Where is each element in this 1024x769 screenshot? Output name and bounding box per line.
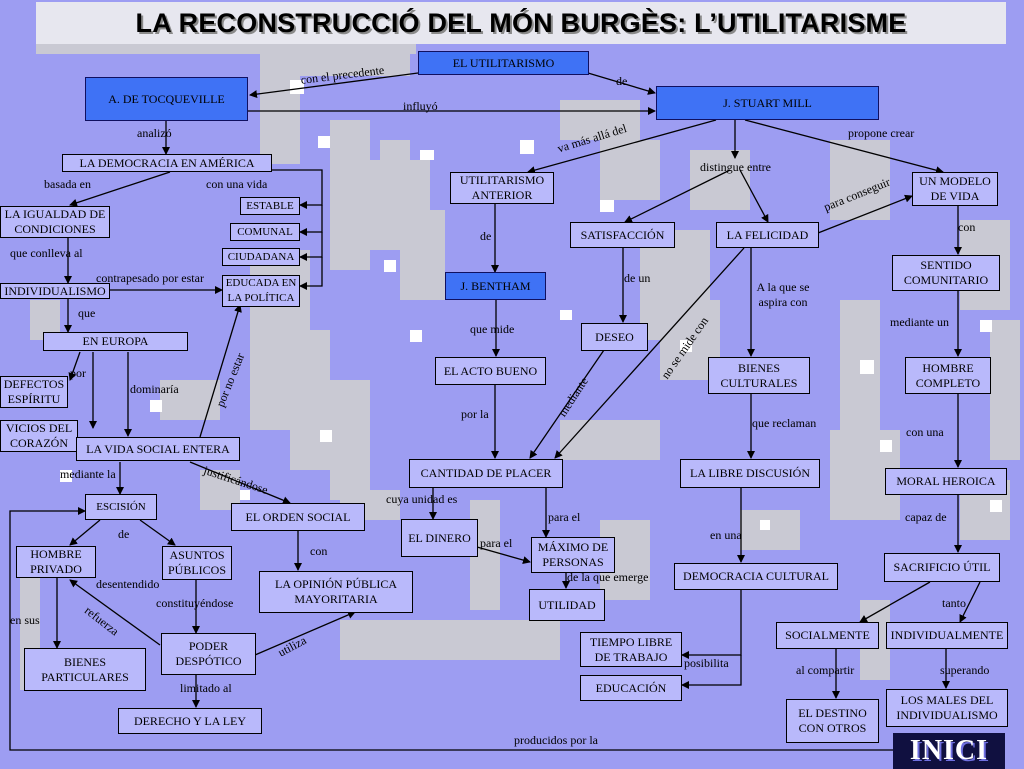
label-con-modelo: con — [958, 220, 976, 234]
label-mediante-un: mediante un — [890, 315, 949, 329]
node-utilitarismo: EL UTILITARISMO — [418, 51, 589, 75]
label-dominaria: dominaría — [130, 382, 179, 396]
label-analizo: analizó — [137, 126, 172, 140]
node-maximo-personas: MÁXIMO DE PERSONAS — [531, 537, 615, 573]
node-bienes-particulares: BIENES PARTICULARES — [24, 648, 146, 691]
label-posibilita: posibilita — [684, 656, 729, 670]
label-tanto: tanto — [942, 596, 966, 610]
label-distingue-entre: distingue entre — [700, 160, 771, 174]
label-basada-en: basada en — [44, 177, 91, 191]
node-moral-heroica: MORAL HEROICA — [885, 468, 1007, 495]
node-educacion: EDUCACIÓN — [580, 675, 682, 701]
label-influyo: influyó — [403, 99, 438, 113]
label-mediante-la: mediante la — [60, 467, 116, 481]
node-socialmente: SOCIALMENTE — [776, 622, 879, 649]
node-hombre-completo: HOMBRE COMPLETO — [905, 357, 991, 394]
node-estable: ESTABLE — [240, 197, 300, 215]
label-a-la-que-se-aspira: A la que se aspira con — [756, 280, 810, 309]
node-dinero: EL DINERO — [401, 519, 478, 557]
node-orden-social: EL ORDEN SOCIAL — [231, 503, 365, 531]
label-en-una: en una — [710, 528, 742, 542]
label-constituyendose: constituyéndose — [156, 596, 234, 610]
label-contrapesado: contrapesado por estar — [96, 271, 204, 285]
node-libre-discusion: LA LIBRE DISCUSIÓN — [680, 459, 820, 488]
label-que-reclaman: que reclaman — [752, 416, 817, 430]
label-por: por — [70, 366, 86, 380]
node-satisfaccion: SATISFACCIÓN — [570, 222, 675, 248]
label-por-la: por la — [461, 407, 489, 421]
node-utilitarismo-anterior: UTILITARISMO ANTERIOR — [450, 172, 554, 204]
node-utilidad: UTILIDAD — [529, 589, 605, 621]
node-individualmente: INDIVIDUALMENTE — [886, 622, 1008, 649]
node-individualismo: INDIVIDUALISMO — [0, 283, 110, 299]
node-felicidad: LA FELICIDAD — [716, 222, 819, 248]
node-vicios-corazon: VICIOS DEL CORAZÓN — [0, 420, 78, 452]
node-deseo: DESEO — [581, 323, 648, 351]
node-bienes-culturales: BIENES CULTURALES — [708, 357, 810, 394]
label-producidos-por-la: producidos por la — [514, 733, 598, 747]
node-ciudadana: CIUDADANA — [222, 248, 300, 266]
node-sentido-comunitario: SENTIDO COMUNITARIO — [892, 255, 1000, 291]
node-asuntos-publicos: ASUNTOS PÚBLICOS — [162, 546, 232, 580]
label-con-orden: con — [310, 544, 328, 558]
label-para-el-1: para el — [548, 510, 581, 524]
node-en-europa: EN EUROPA — [43, 332, 188, 351]
node-tiempo-libre: TIEMPO LIBRE DE TRABAJO — [580, 632, 682, 667]
page-title: LA RECONSTRUCCIÓ DEL MÓN BURGÈS: L’UTILI… — [135, 7, 907, 38]
node-acto-bueno: EL ACTO BUENO — [435, 357, 546, 385]
node-poder-despotico: PODER DESPÓTICO — [161, 633, 256, 675]
node-educada-politica: EDUCADA EN LA POLÍTICA — [222, 275, 300, 307]
label-con-una: con una — [906, 425, 944, 439]
label-de-utilitarismo: de — [480, 229, 492, 243]
label-de-un: de un — [624, 271, 651, 285]
label-de-escision: de — [118, 527, 130, 541]
label-que: que — [78, 306, 96, 320]
label-que-conlleva-al: que conlleva al — [10, 246, 83, 260]
label-que-mide: que mide — [470, 322, 515, 336]
label-desentendido: desentendido — [96, 577, 160, 591]
label-al-compartir: al compartir — [796, 663, 855, 677]
node-hombre-privado: HOMBRE PRIVADO — [16, 546, 96, 578]
label-cuya-unidad-es: cuya unidad es — [386, 492, 458, 506]
label-con-una-vida: con una vida — [206, 177, 268, 191]
node-males-individualismo: LOS MALES DEL INDIVIDUALISMO — [886, 689, 1008, 727]
node-igualdad-condiciones: LA IGUALDAD DE CONDICIONES — [0, 206, 110, 238]
inici-button-label: INICI — [909, 735, 989, 766]
node-tocqueville: A. DE TOCQUEVILLE — [85, 77, 248, 121]
label-propone-crear: propone crear — [848, 126, 915, 140]
node-defectos-espiritu: DEFECTOS ESPÍRITU — [0, 376, 68, 408]
inici-button[interactable]: INICI — [893, 733, 1005, 769]
node-vida-social-entera: LA VIDA SOCIAL ENTERA — [76, 437, 240, 461]
node-democracia-america: LA DEMOCRACIA EN AMÉRICA — [62, 154, 272, 172]
label-de-la-que-emerge: de la que emerge — [567, 570, 649, 584]
node-bentham: J. BENTHAM — [445, 272, 546, 300]
node-sacrificio-util: SACRIFICIO ÚTIL — [884, 553, 1000, 582]
node-opinion-publica: LA OPINIÓN PÚBLICA MAYORITARIA — [259, 571, 413, 613]
label-limitado-al: limitado al — [180, 681, 232, 695]
label-en-sus: en sus — [10, 613, 40, 627]
node-modelo-vida: UN MODELO DE VIDA — [912, 172, 998, 206]
node-derecho-ley: DERECHO Y LA LEY — [118, 708, 262, 734]
node-democracia-cultural: DEMOCRACIA CULTURAL — [674, 563, 838, 590]
label-de-mill: de — [616, 74, 628, 88]
title-bar: LA RECONSTRUCCIÓ DEL MÓN BURGÈS: L’UTILI… — [36, 2, 1006, 44]
label-para-el-2: para el — [480, 536, 513, 550]
node-escision: ESCISIÓN — [85, 494, 157, 520]
node-comunal: COMUNAL — [230, 223, 300, 241]
node-stuart-mill: J. STUART MILL — [656, 86, 879, 120]
node-destino-otros: EL DESTINO CON OTROS — [786, 699, 879, 743]
node-cantidad-placer: CANTIDAD DE PLACER — [409, 459, 563, 488]
label-capaz-de: capaz de — [905, 510, 947, 524]
label-superando: superando — [940, 663, 990, 677]
